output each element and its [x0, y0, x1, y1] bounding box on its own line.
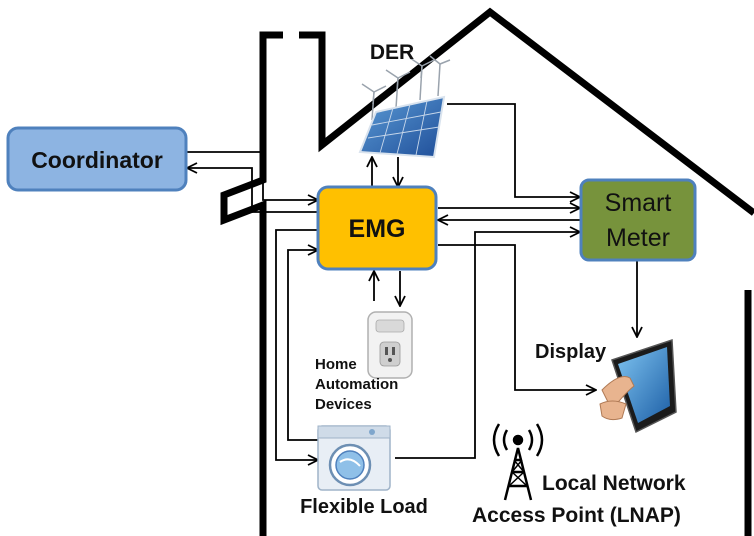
connectors: [187, 103, 637, 460]
smart-meter-label-line2: Meter: [606, 224, 670, 252]
smart-meter-box: [579, 178, 697, 262]
coordinator-label: Coordinator: [31, 147, 163, 173]
radio-tower-icon: [492, 423, 544, 501]
der-node: DER: [358, 41, 451, 159]
home-automation-label-line2: Automation: [315, 376, 398, 393]
coordinator-to-emg-connector: [187, 151, 318, 200]
emg-node: EMG: [316, 185, 438, 271]
home-automation-label-line1: Home: [315, 356, 357, 373]
der-to-smart-meter-connector: [447, 103, 580, 197]
smart-plug-icon: [367, 311, 413, 379]
touchscreen-icon: [599, 338, 677, 434]
flexible-load-node: Flexible Load: [300, 425, 428, 518]
solar-panel-grid: [367, 100, 442, 156]
display-node: Display: [535, 338, 677, 434]
der-label: DER: [370, 41, 414, 64]
home-automation-label-line3: Devices: [315, 396, 372, 413]
solar-panel-wind-turbine-icon: [358, 55, 451, 159]
emg-box: [316, 185, 438, 271]
house-outline: [220, 7, 754, 536]
emg-to-coordinator-connector: [187, 168, 318, 213]
flexible-load-to-emg-connector: [287, 250, 318, 441]
home-automation-node: Home Automation Devices: [315, 311, 413, 413]
emg-to-flexible-load-connector: [275, 229, 318, 460]
coordinator-box: [6, 126, 188, 192]
smart-meter-label-line1: Smart: [605, 189, 672, 217]
coordinator-node: Coordinator: [6, 126, 188, 192]
lnap-label-line1: Local Network: [542, 472, 686, 495]
emg-to-display-connector: [438, 244, 596, 390]
lnap-node: Local Network Access Point (LNAP): [472, 423, 686, 527]
solar-panel: [358, 95, 446, 159]
emg-label: EMG: [349, 215, 406, 243]
washing-machine-icon: [317, 425, 391, 491]
lnap-label-line2: Access Point (LNAP): [472, 504, 681, 527]
flexible-load-label: Flexible Load: [300, 496, 428, 518]
wind-turbines: [361, 55, 451, 121]
flexible-load-to-smart-meter-connector: [395, 232, 580, 459]
display-label: Display: [535, 341, 607, 363]
smart-meter-node: Smart Meter: [579, 178, 697, 262]
